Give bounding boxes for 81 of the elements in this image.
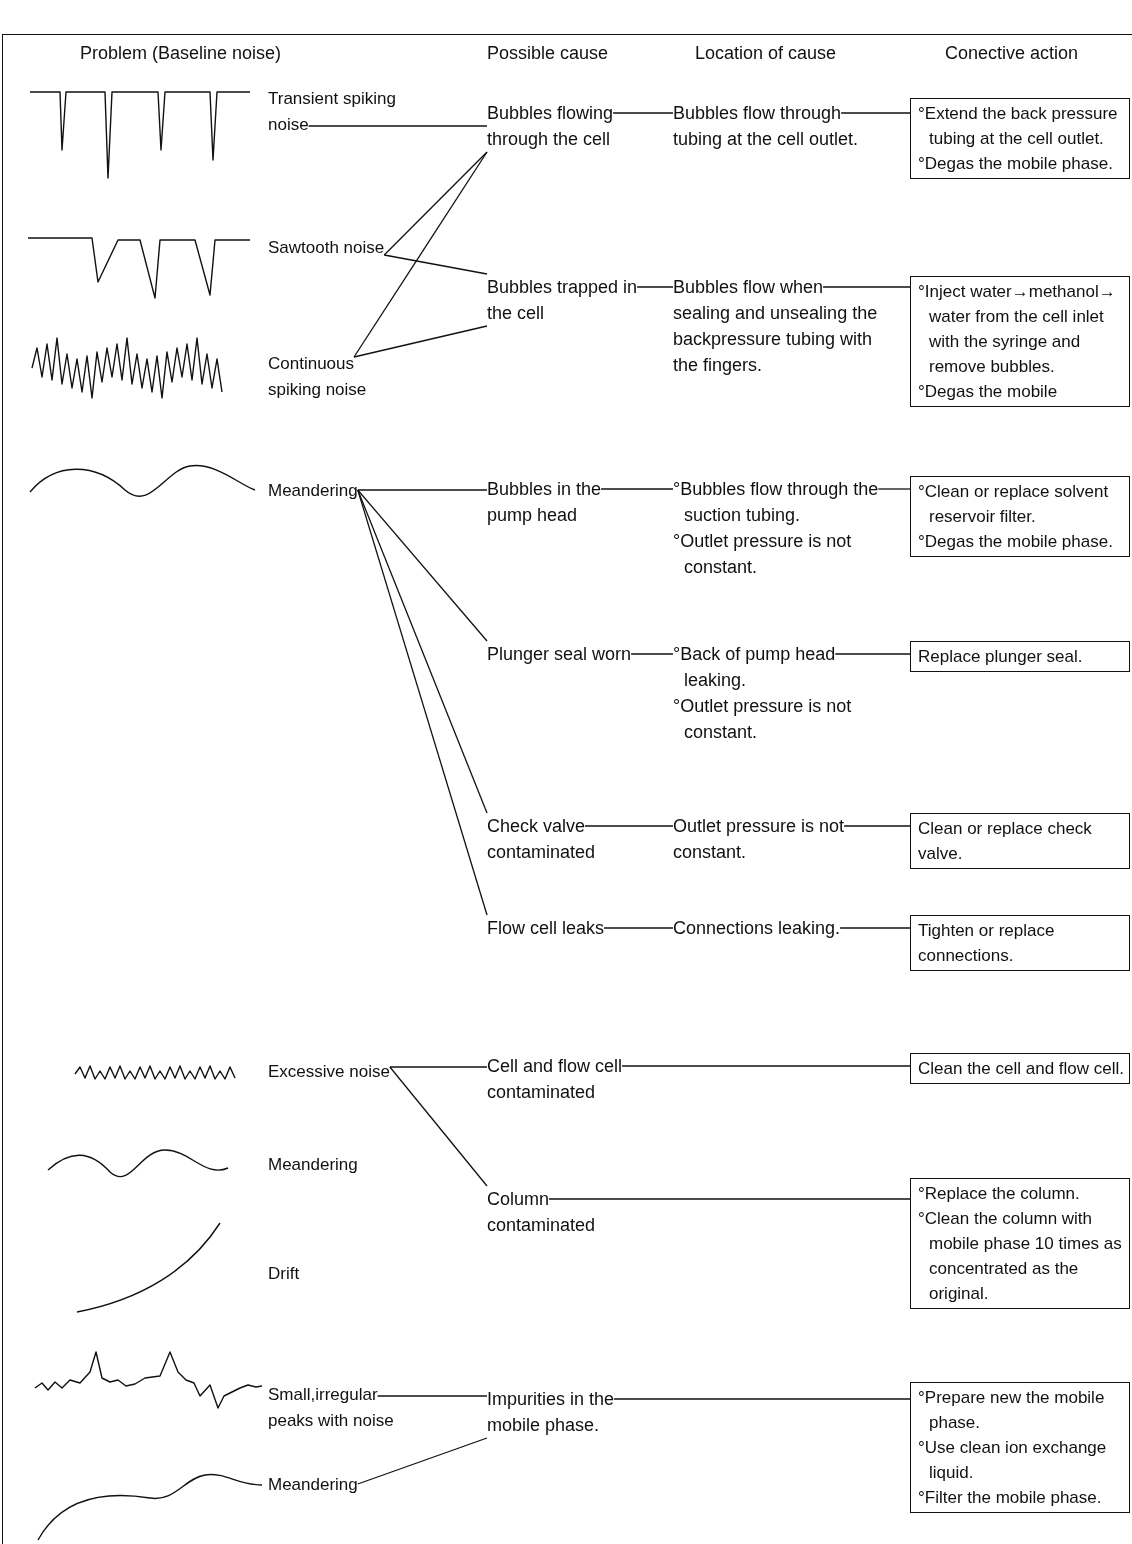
problem-label: Meandering bbox=[268, 1154, 358, 1176]
connector-line bbox=[584, 825, 674, 827]
location-text: °Outlet pressure is not constant. bbox=[673, 530, 853, 579]
location-text: Bubbles flow when sealing and unsealing the backpressure tubing with the fingers. bbox=[673, 276, 879, 377]
action-text: °Degas the mobile bbox=[918, 381, 1059, 403]
connector-line bbox=[357, 489, 488, 642]
connector-line bbox=[613, 1398, 911, 1400]
connector-line bbox=[839, 927, 911, 929]
connector-line bbox=[630, 653, 674, 655]
action-text: °Replace the column. bbox=[918, 1183, 1081, 1205]
action-box bbox=[910, 476, 1130, 557]
location-text: °Bubbles flow through the suction tubing. bbox=[673, 478, 880, 527]
connector-line bbox=[389, 1066, 488, 1068]
location-text: Connections leaking. bbox=[673, 917, 841, 940]
cause-text: Check valve contaminated bbox=[487, 815, 597, 864]
connector-line bbox=[357, 489, 488, 916]
column-header: Possible cause bbox=[487, 42, 609, 65]
column-header: Conective action bbox=[945, 42, 1079, 65]
cause-text: Cell and flow cell contaminated bbox=[487, 1055, 624, 1104]
cause-text: Bubbles flowing through the cell bbox=[487, 102, 615, 151]
cause-text: Column contaminated bbox=[487, 1188, 597, 1237]
problem-label: Meandering bbox=[268, 1474, 358, 1496]
action-box bbox=[910, 813, 1130, 869]
action-text: Tighten or replace connections. bbox=[918, 920, 1056, 967]
problem-label: Excessive noise bbox=[268, 1061, 390, 1083]
action-box bbox=[910, 1178, 1130, 1309]
connector-line bbox=[840, 112, 911, 114]
cause-text: Flow cell leaks bbox=[487, 917, 605, 940]
action-text: °Filter the mobile phase. bbox=[918, 1487, 1103, 1509]
connector-line bbox=[612, 112, 674, 114]
location-text: Outlet pressure is not constant. bbox=[673, 815, 846, 864]
connector-line bbox=[357, 1437, 488, 1485]
action-text: °Clean or replace solvent reservoir filter. bbox=[918, 481, 1110, 528]
column-header: Problem (Baseline noise) bbox=[80, 42, 282, 65]
problem-label: Continuous spiking noise bbox=[268, 353, 368, 401]
action-box bbox=[910, 1053, 1130, 1084]
action-text: Clean or replace check valve. bbox=[918, 818, 1093, 865]
column-header: Location of cause bbox=[695, 42, 837, 65]
action-text: °Degas the mobile phase. bbox=[918, 531, 1114, 553]
cause-text: Plunger seal worn bbox=[487, 643, 632, 666]
problem-label: Transient spiking noise bbox=[268, 88, 396, 136]
action-text: Clean the cell and flow cell. bbox=[918, 1058, 1125, 1080]
connector-line bbox=[383, 151, 488, 256]
action-text: °Use clean ion exchange liquid. bbox=[918, 1437, 1108, 1484]
action-box bbox=[910, 276, 1130, 407]
connector-line bbox=[834, 653, 911, 655]
cause-text: Bubbles trapped in the cell bbox=[487, 276, 639, 325]
connector-line bbox=[383, 254, 488, 275]
connector-line bbox=[843, 825, 911, 827]
connector-line bbox=[376, 1395, 488, 1397]
connector-line bbox=[389, 1066, 488, 1187]
connector-line bbox=[877, 488, 911, 490]
action-text: Replace plunger seal. bbox=[918, 646, 1084, 668]
problem-label: Drift bbox=[268, 1263, 300, 1285]
problem-label: Small,irregular peaks with noise bbox=[268, 1384, 395, 1432]
connector-line bbox=[548, 1198, 911, 1200]
connector-line bbox=[308, 125, 488, 127]
connector-line bbox=[621, 1065, 911, 1067]
connector-line bbox=[822, 286, 911, 288]
action-text: °Clean the column with mobile phase 10 times as concentrated as the original. bbox=[918, 1208, 1123, 1305]
action-box bbox=[910, 641, 1130, 672]
cause-text: Bubbles in the pump head bbox=[487, 478, 603, 527]
action-box bbox=[910, 915, 1130, 971]
connector-line bbox=[600, 488, 674, 490]
connector-line bbox=[636, 286, 674, 288]
location-text: °Back of pump head leaking. bbox=[673, 643, 837, 692]
connector-line bbox=[353, 325, 488, 358]
problem-label: Sawtooth noise bbox=[268, 237, 385, 259]
action-text: °Degas the mobile phase. bbox=[918, 153, 1114, 175]
problem-label: Meandering bbox=[268, 480, 358, 502]
connector-line bbox=[353, 151, 488, 358]
action-box bbox=[910, 1382, 1130, 1513]
action-box bbox=[910, 98, 1130, 179]
cause-text: Impurities in the mobile phase. bbox=[487, 1388, 616, 1437]
connector-line bbox=[357, 489, 488, 491]
connector-line bbox=[603, 927, 674, 929]
location-text: °Outlet pressure is not constant. bbox=[673, 695, 853, 744]
location-text: Bubbles flow through tubing at the cell outlet. bbox=[673, 102, 860, 151]
action-text: °Prepare new the mobile phase. bbox=[918, 1387, 1106, 1434]
action-text: °Extend the back pressure tubing at the cell outlet. bbox=[918, 103, 1119, 150]
action-text: °Inject water→methanol→ water from the cell inlet with the syringe and remove bubbles. bbox=[918, 281, 1117, 378]
